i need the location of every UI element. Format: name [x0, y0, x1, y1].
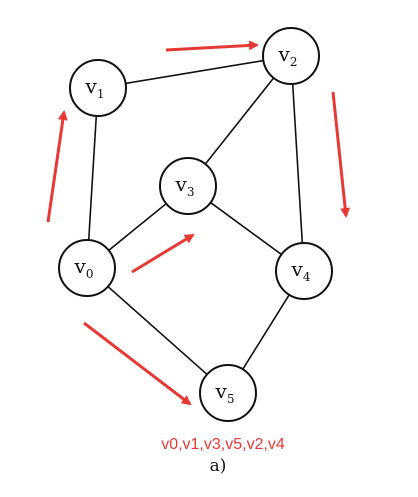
nodes: v0 v1 v2 v3 v4 v5: [58, 27, 333, 422]
edge-v4-v5: [242, 294, 290, 370]
arrow-down-right: [331, 91, 351, 218]
node-v3: v3: [159, 157, 217, 215]
node-label: v4: [291, 257, 311, 284]
edge-v2-v3: [204, 77, 275, 165]
traversal-order-label: v0,v1,v3,v5,v2,v4: [161, 436, 285, 453]
node-label: v1: [85, 74, 105, 101]
edges: [87, 59, 304, 376]
node-circle: [275, 242, 333, 300]
edge-v0-v1: [87, 115, 98, 241]
node-v5: v5: [199, 364, 257, 422]
arrow-up-left: [46, 110, 68, 223]
node-circle: [159, 157, 217, 215]
arrow-top: [165, 40, 259, 52]
node-label: v3: [175, 172, 195, 199]
node-circle: [58, 239, 116, 297]
node-label: v5: [215, 379, 235, 406]
node-v4: v4: [275, 242, 333, 300]
edge-v3-v4: [210, 201, 282, 256]
arrow-bottom-left: [83, 321, 192, 406]
figure-caption: a): [210, 456, 227, 476]
node-circle: [69, 59, 127, 117]
node-v1: v1: [69, 59, 127, 117]
node-label: v2: [278, 42, 298, 69]
edge-v2-v4: [291, 83, 304, 244]
node-label: v0: [74, 254, 94, 281]
node-v0: v0: [58, 239, 116, 297]
node-v2: v2: [262, 27, 320, 85]
traversal-arrows: [46, 40, 351, 406]
edge-v0-v5: [107, 285, 208, 376]
arrow-center: [131, 233, 195, 274]
edge-v0-v3: [108, 203, 167, 251]
node-circle: [262, 27, 320, 85]
edge-v1-v2: [125, 59, 264, 85]
node-circle: [199, 364, 257, 422]
